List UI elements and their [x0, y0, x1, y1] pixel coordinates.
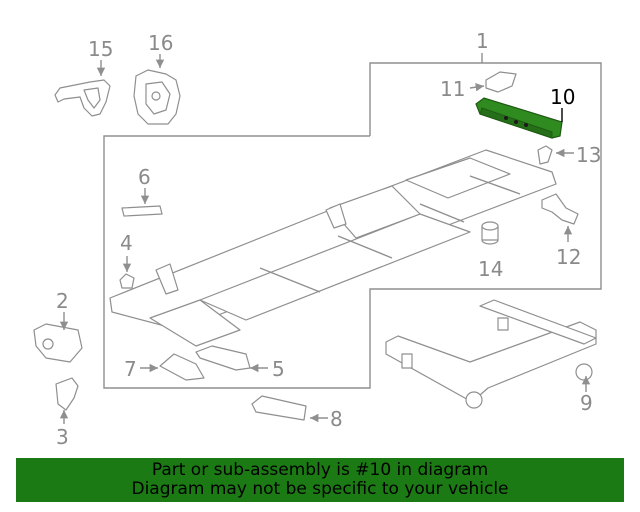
part-9-crossmember-assembly	[385, 299, 597, 409]
part-15-bracket	[54, 79, 111, 117]
callout-5: 5	[272, 357, 285, 381]
part-10-crossmember-highlighted	[475, 97, 563, 139]
part-13-clip	[537, 145, 553, 165]
banner-line-1: Part or sub-assembly is #10 in diagram	[151, 460, 489, 480]
callout-6: 6	[138, 165, 151, 189]
callout-2: 2	[56, 289, 69, 313]
callout-15: 15	[88, 37, 113, 61]
part-3-insulator	[55, 377, 79, 411]
parts-diagram: 1 2 3 4 5 6 7 8 9 10 11 12 13 14 15 16	[33, 29, 602, 449]
notice-banner: Part or sub-assembly is #10 in diagram D…	[16, 458, 624, 502]
part-12-bracket	[541, 193, 579, 225]
callout-3: 3	[56, 425, 69, 449]
callout-4: 4	[120, 231, 133, 255]
callout-9: 9	[580, 391, 593, 415]
part-5-reinforcement	[195, 345, 251, 371]
callout-8: 8	[330, 407, 343, 431]
part-2-mount	[33, 323, 83, 363]
part-8-spacer	[251, 395, 307, 421]
part-14-bushing	[481, 221, 499, 245]
part-4-clip	[119, 273, 135, 289]
callout-10-highlighted: 10	[550, 85, 575, 109]
part-6-spacer	[121, 205, 163, 217]
part-11-plate	[485, 71, 517, 93]
assembly-box-outline	[103, 62, 602, 389]
callout-13: 13	[576, 143, 601, 167]
banner-line-2: Diagram may not be specific to your vehi…	[131, 479, 509, 499]
callout-14: 14	[478, 257, 503, 281]
callout-11: 11	[440, 77, 465, 101]
callout-1: 1	[476, 29, 489, 53]
callout-11-leader	[469, 83, 485, 92]
callout-16: 16	[148, 31, 173, 55]
part-1-frame	[109, 149, 557, 347]
part-16-bracket	[133, 69, 181, 125]
callout-7: 7	[124, 357, 137, 381]
callout-12: 12	[556, 245, 581, 269]
part-7-reinforcement	[159, 353, 205, 381]
